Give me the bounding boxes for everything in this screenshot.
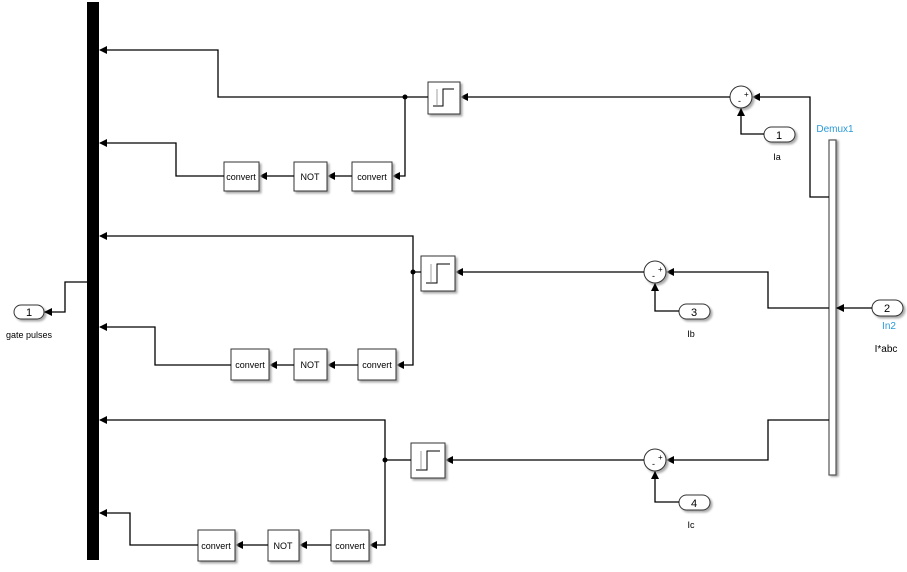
convert-block-b1[interactable]: convert [357,348,397,381]
svg-text:convert: convert [362,360,392,370]
not-block-a[interactable]: NOT [293,161,328,192]
svg-text:NOT: NOT [301,360,321,370]
svg-text:Ib: Ib [687,329,695,339]
phase-b: - + 3 Ib convert NOT convert [99,232,711,381]
svg-text:convert: convert [235,360,265,370]
convert-block-b2[interactable]: convert [230,348,270,381]
svg-text:Ia: Ia [773,152,781,162]
svg-text:-: - [738,96,741,106]
svg-text:Ic: Ic [687,520,695,530]
svg-text:convert: convert [335,541,365,551]
svg-text:1: 1 [26,307,32,319]
svg-text:convert: convert [226,172,256,182]
wire-relay-mux-a [99,46,428,98]
wire-relay-convert-a [392,97,406,180]
svg-text:+: + [744,90,749,99]
wire-relay-convert-b [396,272,414,369]
relay-block-c[interactable] [410,442,446,479]
svg-text:4: 4 [691,498,697,510]
relay-block-b[interactable] [420,255,456,292]
phase-c: - + 4 Ic convert NOT convert [99,416,711,562]
svg-text:NOT: NOT [274,541,294,551]
inport-ia[interactable]: 1 Ia [763,126,796,162]
wire-gate-pulses [44,281,87,316]
not-block-b[interactable]: NOT [293,348,328,381]
svg-text:+: + [658,453,663,462]
wire-relay-mux-b [99,232,421,273]
inport-in2[interactable]: 2 In2 I*abc [871,299,904,355]
svg-text:convert: convert [357,172,387,182]
svg-text:+: + [658,265,663,274]
convert-block-c2[interactable]: convert [197,529,236,562]
svg-text:convert: convert [201,541,231,551]
wire-demux-c [666,419,829,464]
svg-text:-: - [652,271,655,281]
convert-block-c1[interactable]: convert [330,529,370,562]
svg-text:-: - [652,459,655,469]
wire-ia [737,108,764,135]
svg-text:1: 1 [776,130,782,142]
svg-text:3: 3 [691,307,697,319]
svg-text:NOT: NOT [301,172,321,182]
inport-label: In2 [882,321,896,332]
wire-demux-a [752,93,829,198]
sum-block-a[interactable]: - + [729,85,753,109]
convert-block-a2[interactable]: convert [223,161,260,192]
wire-ib [651,283,679,312]
inport-ic[interactable]: 4 Ic [678,494,711,530]
wire-convert-mux-b [99,323,231,366]
mux-block[interactable] [87,2,99,560]
wire-relay-mux-c [99,416,411,461]
outport-label: gate pulses [6,330,53,340]
demux-block[interactable] [828,139,837,476]
wire-relay-convert-c [369,460,386,549]
not-block-c[interactable]: NOT [267,529,300,562]
phase-a: - + 1 Ia convert NOT convert [99,46,796,192]
svg-text:2: 2 [884,303,890,315]
demux-label: Demux1 [816,124,854,135]
relay-block-a[interactable] [427,81,461,115]
inport-ib[interactable]: 3 Ib [678,303,711,339]
sum-block-b[interactable]: - + [643,260,667,284]
sum-block-c[interactable]: - + [643,448,667,472]
wire-ic [651,471,679,503]
convert-block-a1[interactable]: convert [351,161,393,192]
signal-label: I*abc [875,344,898,355]
outport-gate-pulses[interactable]: 1 gate pulses [6,304,53,340]
wire-convert-mux-c [99,509,198,546]
wire-convert-mux-a [99,139,224,177]
wire-demux-b [666,268,829,309]
